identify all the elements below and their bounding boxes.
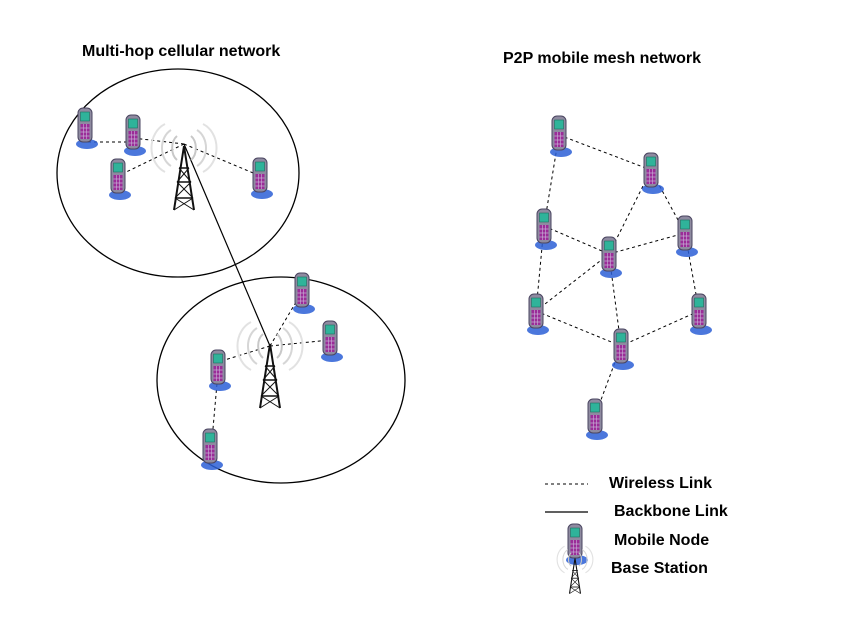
backbone-link — [183, 143, 271, 347]
mobile-node-icon — [320, 320, 344, 363]
mobile-node-icon — [675, 215, 699, 258]
mobile-node-icon — [292, 272, 316, 315]
mobile-node-icon — [526, 293, 550, 336]
cell-boundary-upper — [56, 68, 300, 278]
mobile-node-icon — [689, 293, 713, 336]
mobile-node-icon — [599, 236, 623, 279]
title-cellular-network: Multi-hop cellular network — [82, 43, 281, 60]
mobile-node-icon — [200, 428, 224, 471]
mobile-node-icon — [108, 158, 132, 201]
base-station-icon — [236, 321, 304, 409]
mobile-node-icon — [611, 328, 635, 371]
mobile-node-icon — [585, 398, 609, 441]
legend-label-base: Base Station — [611, 560, 708, 577]
mobile-node-icon — [123, 114, 147, 157]
mobile-node-icon — [250, 157, 274, 200]
title-mesh-network: P2P mobile mesh network — [503, 50, 701, 67]
legend-label-backbone: Backbone Link — [614, 503, 728, 520]
mobile-node-icon — [534, 208, 558, 251]
mobile-node-icon — [208, 349, 232, 392]
cell-boundary-lower — [156, 276, 406, 484]
legend-label-wireless: Wireless Link — [609, 475, 713, 492]
mobile-node-icon — [641, 152, 665, 195]
mobile-node-icon — [549, 115, 573, 158]
mobile-node-icon — [565, 523, 589, 566]
mobile-node-icon — [75, 107, 99, 150]
legend-label-mobile: Mobile Node — [614, 532, 710, 549]
